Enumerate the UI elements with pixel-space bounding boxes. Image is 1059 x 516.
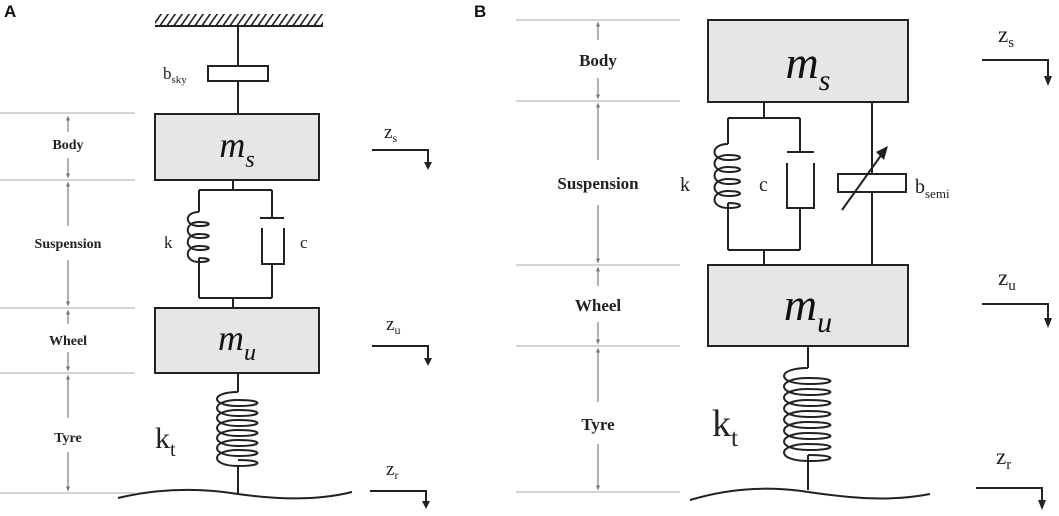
panel-b-c-label: c [759, 174, 768, 196]
panel-a-unsprung-mass-box [154, 307, 320, 374]
panel-b-road-surface [689, 487, 931, 501]
panel-a-region-guides [0, 112, 135, 494]
panel-a-suspension-elements [186, 180, 285, 308]
panel-b: B Body Suspension Wheel Tyre ms [474, 2, 1052, 510]
panel-a-tyre-label: Tyre [54, 431, 81, 446]
panel-b-letter: B [474, 2, 486, 21]
panel-b-sprung-mass-label: ms [786, 37, 831, 97]
panel-b-tyre-spring [783, 346, 832, 490]
panel-b-bsemi-label: bsemi [915, 176, 950, 201]
panel-b-sprung-mass-box [707, 19, 909, 103]
panel-a-displacement-zu [372, 345, 432, 366]
panel-a-sprung-mass-label: ms [219, 125, 254, 173]
panel-a-skyhook-damper [207, 26, 269, 114]
panel-a-bsky-label: bsky [163, 64, 187, 86]
panel-b-displacement-zr [976, 487, 1046, 510]
panel-a-c-label: c [300, 233, 308, 252]
panel-a-fixed-ground [155, 14, 323, 27]
panel-a-zr-label: zr [386, 459, 398, 482]
panel-a-suspension-label: Suspension [35, 237, 102, 252]
panel-b-zu-label: zu [998, 265, 1016, 294]
panel-b-body-label: Body [579, 51, 617, 70]
panel-a-tyre-spring [216, 373, 259, 493]
panel-b-spring-k [713, 143, 741, 210]
panel-b-unsprung-mass-label: mu [784, 279, 832, 339]
panel-b-wheel-label: Wheel [575, 296, 622, 315]
panel-b-zr-label: zr [996, 444, 1011, 473]
panel-b-semi-active-damper [837, 173, 907, 193]
panel-a-tyre-stiffness-label: kt [155, 422, 176, 461]
panel-b-displacement-zs [982, 59, 1052, 86]
panel-b-k-label: k [680, 174, 690, 196]
panel-a-body-label: Body [52, 138, 83, 153]
panel-a-letter: A [4, 2, 16, 21]
panel-b-damper-c [786, 163, 815, 209]
panel-a-zu-label: zu [386, 314, 400, 337]
panel-b-displacement-zu [982, 303, 1052, 328]
panel-a-road-surface [117, 488, 353, 500]
panel-b-zs-label: zs [998, 22, 1014, 51]
panel-a-wheel-label: Wheel [49, 334, 87, 349]
panel-b-suspension-elements [713, 102, 907, 265]
panel-a-spring-k [186, 211, 210, 264]
panel-b-unsprung-mass-box [707, 264, 909, 347]
panel-a-damper-c [261, 228, 285, 265]
panel-b-tyre-stiffness-label: kt [712, 403, 738, 452]
panel-b-tyre-label: Tyre [581, 415, 615, 434]
panel-a-k-label: k [164, 233, 173, 252]
panel-a-displacement-zs [372, 149, 432, 170]
panel-b-suspension-label: Suspension [557, 174, 639, 193]
panel-a-displacement-zr [370, 490, 430, 509]
panel-b-region-guides [516, 19, 680, 493]
panel-a-sprung-mass-box [154, 113, 320, 181]
panel-a: A Body Suspension Wheel Tyre [0, 2, 432, 509]
panel-a-zs-label: zs [384, 122, 397, 145]
panel-a-unsprung-mass-label: mu [218, 318, 256, 366]
